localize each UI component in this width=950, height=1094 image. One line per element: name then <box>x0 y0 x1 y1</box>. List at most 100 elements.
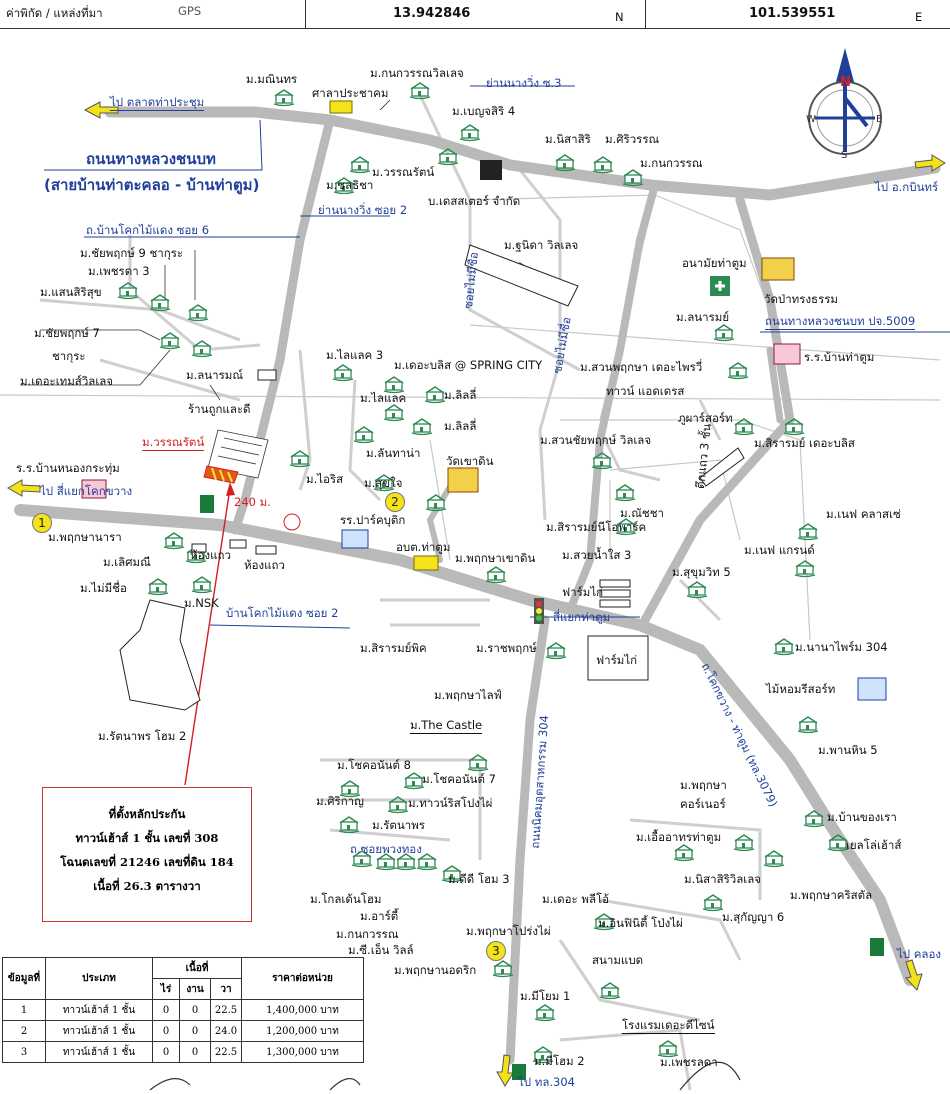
price-table: ข้อมูลที่ ประเภท เนื้อที่ ราคาต่อหน่วย ไ… <box>2 957 364 1063</box>
label-suan-pruksa: ม.สวนพฤกษา เดอะไพรวี่ <box>580 360 703 374</box>
cell-ngan: 0 <box>179 1041 211 1063</box>
collateral-site[interactable] <box>184 429 269 786</box>
label-nsk: ม.NSK <box>184 596 219 610</box>
label-yellow-house: เยลโล่เฮ้าส์ <box>846 838 902 852</box>
label-junction-thatum: สี่แยกท่าตูม <box>553 610 611 624</box>
label-desaster: บ.เดสสเตอร์ จำกัด <box>428 194 521 208</box>
th-type: ประเภท <box>45 957 153 1000</box>
label-arti: ม.อาร์ตี้ <box>360 909 399 923</box>
resort-icon <box>857 677 887 701</box>
label-ct-villa: ม.ซี.เอ็น วิลล์ <box>348 943 414 957</box>
label-hotel-design: โรงแรมเดอะดีไซน์ <box>622 1018 715 1034</box>
label-suay-nam-sai3: ม.สวยน้ำใส 3 <box>562 548 632 562</box>
label-road-5009: ถนนทางหลวงชนบท ปจ.5009 <box>765 314 916 330</box>
cell-ngan: 0 <box>179 999 211 1021</box>
cell-rai: 0 <box>152 1020 180 1042</box>
label-rachapruk: ม.ราชพฤกษ์ <box>476 641 537 655</box>
label-phruksa-odrik: ม.พฤกษานอดริก <box>394 963 477 977</box>
th-area: เนื้อที่ <box>152 957 242 979</box>
label-saensirisuk: ม.แสนสิริสุข <box>40 285 102 299</box>
marker-2[interactable]: 2 <box>385 492 405 512</box>
table-row: 1 ทาวน์เฮ้าส์ 1 ชั้น 0 0 22.5 1,400,000 … <box>2 999 364 1021</box>
label-castle: ม.The Castle <box>410 718 483 734</box>
cell-type: ทาวน์เฮ้าส์ 1 ชั้น <box>45 1020 153 1042</box>
compass-n: N <box>840 75 851 90</box>
label-sukhumvit5: ม.สุขุมวิท 5 <box>672 565 731 579</box>
sala-icon <box>329 100 353 114</box>
soi-block <box>464 244 579 307</box>
label-anamai: อนามัยท่าตูม <box>682 256 747 270</box>
label-siramya-pik: ม.สิรารมย์พิค <box>360 641 427 655</box>
label-phruksa-khaodin: ม.พฤกษาเขาดิน <box>455 551 536 565</box>
latitude-cell: 13.942846 N <box>305 0 646 28</box>
label-soi-phuangthong: ถ.ซอยพวงทอง <box>350 842 422 856</box>
label-lanarom: ม.ลนารมณ์ <box>186 368 244 382</box>
label-nisasiri-village: ม.นิสาสิริวิลเลจ <box>684 872 761 886</box>
label-deedee-home3: ม.ดีดี โฮม 3 <box>448 872 510 886</box>
coordinate-source-value: GPS <box>178 4 202 18</box>
label-to-kabin: ไป อ.กบินทร์ <box>875 180 939 194</box>
landmark-icons <box>81 100 887 1080</box>
main-roads <box>14 106 941 1065</box>
obt-icon <box>413 555 439 571</box>
coordinate-source-label: ค่าพิกัด / แหล่งที่มา <box>6 6 103 20</box>
cell-no: 3 <box>2 1041 46 1063</box>
label-phruksa-corner1: ม.พฤกษา <box>680 778 727 792</box>
label-siramya-bliss: ม.สิรารมย์ เดอะบลิส <box>754 436 855 450</box>
label-wannarat: ม.วรรณรัตน์ <box>372 165 435 179</box>
label-nanaprom: ม.นานาไพร์ม 304 <box>795 640 888 654</box>
school-park-icon <box>341 529 369 549</box>
cell-wa: 24.0 <box>210 1020 242 1042</box>
label-obt: อบต.ท่าตูม <box>396 540 451 554</box>
label-sakura: ชากุระ <box>52 349 86 363</box>
label-distance: 240 ม. <box>234 495 271 509</box>
compass-rose <box>808 48 882 155</box>
cell-price: 1,200,000 บาท <box>241 1020 364 1042</box>
marker-3[interactable]: 3 <box>486 941 506 961</box>
collateral-note: ที่ตั้งหลักประกัน ทาวน์เฮ้าส์ 1 ชั้น เลข… <box>42 787 252 922</box>
label-chokanan8: ม.โชคอนันต์ 8 <box>337 758 411 772</box>
chicken-farm-block <box>587 635 649 681</box>
label-phruksa-corner2: คอร์เนอร์ <box>680 797 726 811</box>
label-lailack: ม.ไลแลค <box>360 391 407 405</box>
th-rai: ไร่ <box>152 978 180 1000</box>
label-phruksa-pongphai: ม.พฤกษาโปร่งไผ่ <box>466 924 551 938</box>
th-wa: วา <box>210 978 242 1000</box>
handwriting-scribble <box>149 1061 741 1091</box>
label-ue-athorn: ม.เอื้ออาทรท่าตูม <box>636 830 722 844</box>
label-kanonwan-village: ม.กนกวรรณวิลเลจ <box>370 66 464 80</box>
arrow-to-kabin-icon <box>914 154 946 172</box>
label-wat-khaodin: วัดเขาดิน <box>446 454 494 468</box>
seven-eleven-icon-3 <box>512 1064 526 1080</box>
cell-no: 2 <box>2 1020 46 1042</box>
label-siriwan: ม.ศิริวรรณ <box>605 132 660 146</box>
seven-eleven-icon-1 <box>200 495 214 513</box>
cell-rai: 0 <box>152 1041 180 1063</box>
label-nef-grand: ม.เนฟ แกรนด์ <box>744 543 815 557</box>
marker-1[interactable]: 1 <box>32 513 52 533</box>
gas-station-icon <box>283 513 301 531</box>
label-phruksa-christal: ม.พฤกษาคริสตัล <box>790 888 873 902</box>
label-lily1: ม.ลิลลี่ <box>444 388 477 402</box>
seven-eleven-icon-2 <box>870 938 884 956</box>
label-sala: ศาลาประชาคม <box>312 86 389 100</box>
longitude-suffix: E <box>915 10 923 24</box>
label-lily2: ม.ลิลลี่ <box>444 419 477 433</box>
label-khok-soi6: ถ.บ้านโคกไม้แดง ซอย 6 <box>86 223 210 237</box>
label-farm1: ฟาร์มไก่ <box>562 585 604 599</box>
label-mai-hom: ไม้หอมรีสอร์ท <box>766 682 836 696</box>
label-hongthaeo1: ห้องแถว <box>190 548 231 562</box>
arrow-to-khlong-icon <box>905 959 923 991</box>
label-town-address: ทาวน์ แอดเดรส <box>606 384 685 398</box>
label-to-khlong: ไป คลอง <box>897 947 942 961</box>
label-yan-nangwing2: ย่านนางวิ่ง ซอย 2 <box>318 203 408 217</box>
note-line-1: ที่ตั้งหลักประกัน <box>108 807 186 821</box>
th-no: ข้อมูลที่ <box>2 957 46 1000</box>
label-phruksa-nara: ม.พฤกษานารา <box>48 530 122 544</box>
label-loetsamanee: ม.เลิศมณี <box>103 555 151 569</box>
label-school-nong: ร.ร.บ้านหนองกระทุ่ม <box>16 461 120 475</box>
label-golden-home: ม.โกลเด้นโฮม <box>310 892 382 906</box>
latitude-suffix: N <box>615 10 624 24</box>
rattanaporn-plot <box>119 599 201 711</box>
